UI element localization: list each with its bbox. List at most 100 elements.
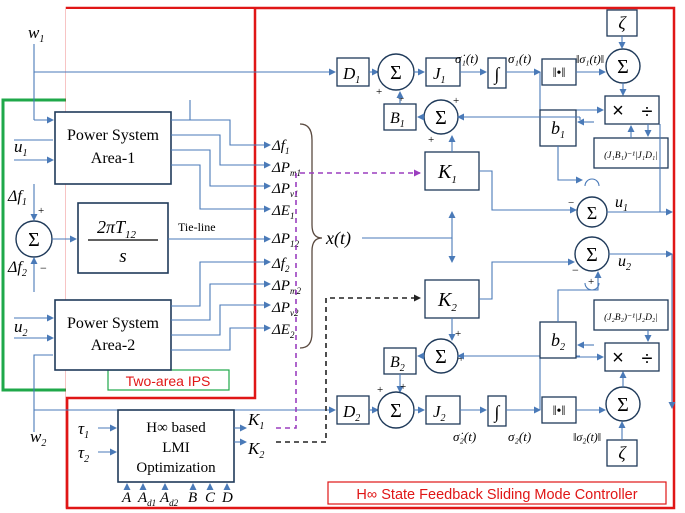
J2-block: [425, 395, 461, 425]
gain-block-1: [593, 137, 669, 169]
sigma2-norm: ‖σ₂(t)‖: [573, 430, 601, 444]
lmi-matrix-2: Ad1: [137, 490, 156, 508]
k2-dashed-link: [276, 294, 421, 443]
u1-label: u1: [14, 137, 28, 159]
svg-text:Σ: Σ: [586, 244, 598, 266]
svg-text:b1: b1: [551, 118, 565, 141]
lmi-k1-label: K1: [247, 410, 264, 432]
controller-caption-box: [327, 481, 667, 505]
norm-block-1: [541, 58, 577, 86]
svg-text:−: −: [568, 197, 574, 209]
state-var-5: ΔP12: [271, 231, 299, 249]
svg-text:Σ: Σ: [617, 56, 629, 78]
state-brace: [299, 123, 323, 349]
zeta-block-1: [606, 9, 638, 37]
df2-label: Δf2: [7, 259, 27, 279]
gain-expr-2: (J₂B₂)⁻¹|J₂D₂|: [604, 312, 658, 323]
svg-text:÷: ÷: [642, 101, 653, 123]
u2-output: u2: [618, 253, 631, 273]
svg-text:+: +: [455, 328, 461, 340]
gain-block-2: [593, 299, 669, 331]
svg-text:+: +: [38, 205, 44, 217]
svg-text:K2: K2: [437, 289, 457, 314]
power-system-area-1: [54, 111, 172, 185]
lmi-matrix-5: C: [205, 490, 216, 506]
controller-caption: H∞ State Feedback Sliding Mode Controlle…: [356, 487, 637, 503]
state-var-6: Δf2: [271, 256, 290, 274]
state-var-7: ΔPm2: [271, 278, 301, 296]
svg-text:H∞ based: H∞ based: [146, 420, 206, 436]
svg-text:+: +: [588, 276, 594, 288]
sigma1: σ₁(t): [508, 51, 531, 66]
u1-output: u1: [615, 194, 628, 214]
power-system-area-2: [54, 299, 172, 371]
svg-text:×: ×: [612, 100, 624, 122]
svg-text:−: −: [572, 263, 579, 277]
w2-label: w2: [30, 427, 46, 449]
svg-text:Σ: Σ: [28, 229, 40, 251]
state-var-3: ΔPv1: [271, 181, 298, 199]
b2-block: [539, 321, 577, 359]
svg-text:B1: B1: [390, 110, 405, 130]
D2-block: [336, 395, 370, 425]
muldiv-block-1: [604, 95, 660, 125]
svg-text:‖•‖: ‖•‖: [553, 66, 566, 81]
svg-text:+: +: [377, 384, 383, 396]
u2-label: u2: [14, 317, 28, 339]
svg-text:J2: J2: [433, 402, 446, 424]
area1-line1: Power System: [67, 127, 160, 144]
area1-line2: Area-1: [91, 150, 135, 167]
state-var-8: ΔPv2: [271, 300, 299, 318]
tau1-label: τ1: [78, 419, 89, 441]
k1-dashed-link: [276, 169, 421, 429]
tieline-block: [77, 202, 169, 274]
svg-text:‖•‖: ‖•‖: [553, 404, 566, 419]
lmi-matrix-4: B: [188, 490, 197, 506]
svg-text:D2: D2: [342, 402, 360, 424]
norm-block-2: [541, 396, 577, 424]
lmi-k2-label: K2: [247, 439, 264, 461]
muldiv-block-2: [604, 342, 660, 372]
tau2-label: τ2: [78, 443, 89, 465]
state-var-4: ΔE1: [271, 203, 294, 221]
lmi-optimization-block: [117, 409, 235, 483]
svg-text:Optimization: Optimization: [136, 460, 216, 476]
svg-text:2πT12: 2πT12: [97, 217, 137, 241]
svg-text:D1: D1: [342, 64, 360, 86]
w1-label: w1: [28, 23, 44, 45]
svg-text:+: +: [398, 93, 404, 105]
svg-text:−: −: [40, 261, 47, 275]
svg-text:Σ: Σ: [435, 346, 447, 368]
sigma2-dot: σ̇₂(t): [453, 429, 476, 444]
svg-text:+: +: [400, 381, 406, 393]
svg-text:÷: ÷: [642, 348, 653, 370]
x-of-t-label: x(t): [325, 228, 351, 249]
gain-expr-1: (J₁B₁)⁻¹|J₁D₁|: [604, 150, 658, 161]
svg-text:∫: ∫: [494, 402, 501, 423]
area2-line1: Power System: [67, 315, 160, 332]
K2-block: [424, 279, 480, 319]
svg-text:Σ: Σ: [390, 400, 402, 422]
tieline-label: Tie-line: [178, 220, 216, 234]
svg-text:+: +: [458, 353, 464, 365]
two-area-ips-caption: Two-area IPS: [126, 373, 211, 389]
lmi-matrix-3: Ad2: [159, 490, 179, 508]
svg-text:+: +: [428, 134, 434, 146]
lmi-matrix-1: A: [121, 490, 132, 506]
svg-text:×: ×: [612, 347, 624, 369]
df1-label: Δf1: [7, 188, 27, 208]
sigma1-norm: ‖σ₁(t)‖: [576, 52, 604, 66]
svg-text:s: s: [119, 246, 126, 267]
svg-text:∫: ∫: [494, 64, 501, 85]
B1-block: [383, 103, 417, 131]
zeta-block-2: [606, 439, 638, 467]
svg-text:+: +: [376, 86, 382, 98]
svg-text:Σ: Σ: [390, 62, 402, 84]
lmi-matrix-6: D: [221, 490, 233, 506]
svg-text:Σ: Σ: [587, 203, 597, 223]
integrator-1: [487, 57, 507, 89]
svg-text:Σ: Σ: [435, 107, 447, 129]
